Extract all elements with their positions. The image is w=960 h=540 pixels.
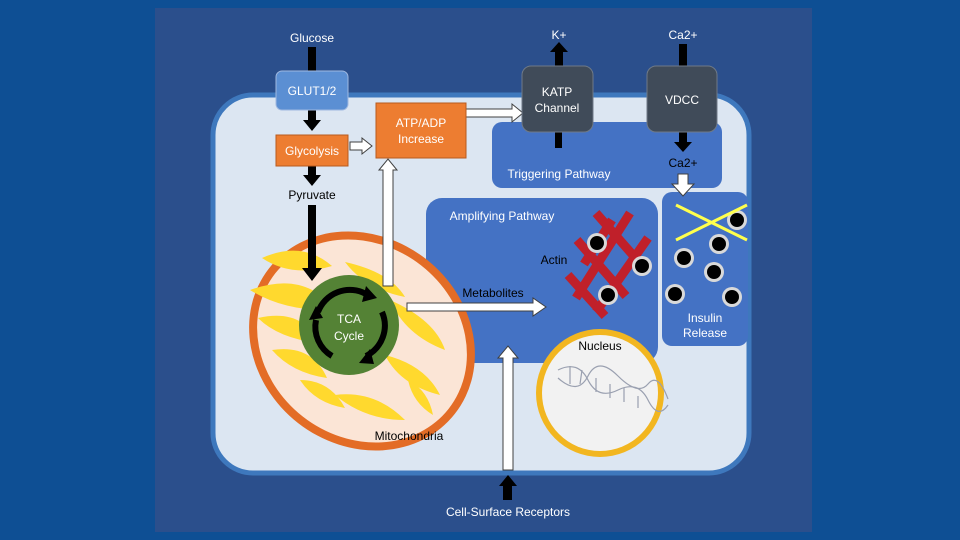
calcium-filaments: [675, 203, 748, 242]
triggering-pathway-region: [492, 122, 722, 188]
insulin-release-label-2: Release: [683, 326, 727, 340]
granule: [598, 285, 618, 305]
atp-adp-label-1: ATP/ADP: [396, 116, 446, 130]
white-arrows: [349, 102, 696, 471]
glycolysis-label: Glycolysis: [285, 144, 339, 158]
katp-label-2: Channel: [535, 101, 580, 115]
glut-transporter: [275, 70, 349, 111]
receptors-label: Cell-Surface Receptors: [446, 505, 570, 519]
katp-label-1: KATP: [542, 85, 572, 99]
ca-outside-label: Ca2+: [668, 28, 697, 42]
katp-channel: [521, 65, 594, 133]
granule: [632, 256, 652, 276]
vdcc-channel: [646, 65, 718, 133]
glut-label: GLUT1/2: [288, 84, 337, 98]
granule: [722, 287, 742, 307]
granule: [665, 284, 685, 304]
granule: [587, 233, 607, 253]
amplifying-pathway-label: Amplifying Pathway: [450, 209, 555, 223]
pyruvate-label: Pyruvate: [288, 188, 336, 202]
nucleus: [536, 329, 669, 457]
mitochondria-label: Mitochondria: [375, 429, 444, 443]
ca-inside-label: Ca2+: [668, 156, 697, 170]
tca-cycle: [299, 275, 399, 375]
glucose-label: Glucose: [290, 31, 334, 45]
cristae: [250, 250, 445, 420]
black-arrows: [302, 42, 692, 500]
insulin-granules: [587, 210, 747, 307]
vdcc-label: VDCC: [665, 93, 699, 107]
k-plus-label: K+: [551, 28, 566, 42]
glycolysis-box: [275, 134, 349, 167]
tca-label-2: Cycle: [334, 329, 364, 343]
granule: [674, 248, 694, 268]
nucleus-label: Nucleus: [578, 339, 621, 353]
granule: [704, 262, 724, 282]
insulin-release-label-1: Insulin: [688, 311, 723, 325]
metabolites-label: Metabolites: [462, 286, 523, 300]
granule: [709, 234, 729, 254]
atp-adp-label-2: Increase: [398, 132, 444, 146]
atp-adp-box: [375, 102, 467, 159]
triggering-pathway-label: Triggering Pathway: [508, 167, 611, 181]
actin-label: Actin: [541, 253, 568, 267]
dna-icon: [557, 365, 669, 412]
tca-label-1: TCA: [337, 312, 361, 326]
granule: [727, 210, 747, 230]
